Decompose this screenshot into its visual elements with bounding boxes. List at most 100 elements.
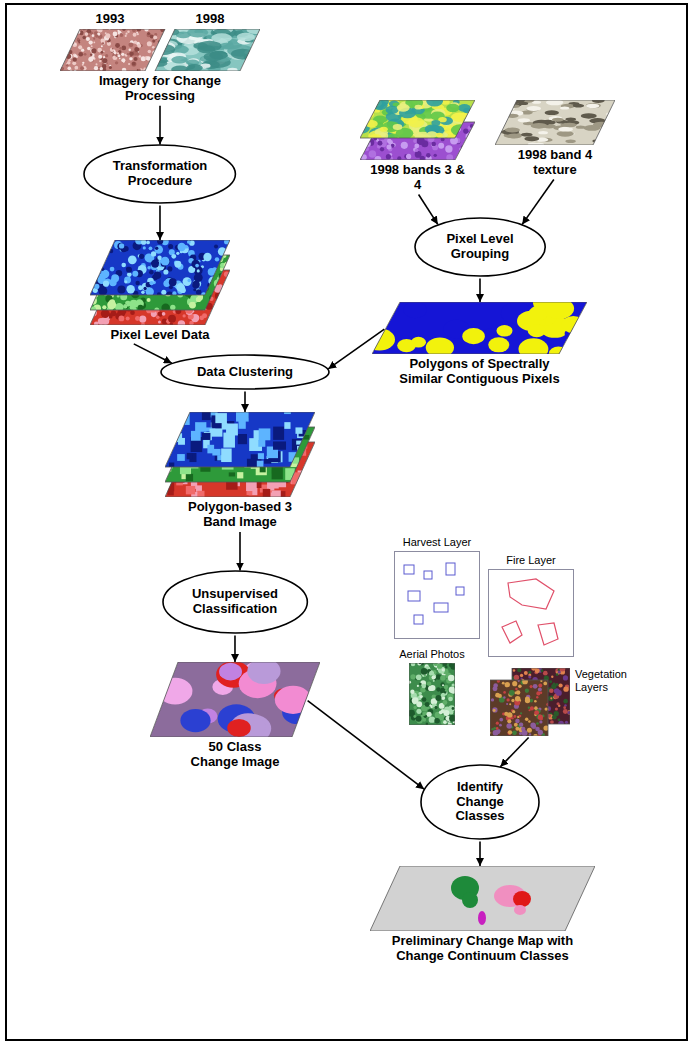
texture-block — [259, 428, 271, 440]
texture-spot — [61, 58, 64, 61]
texture-spot — [90, 248, 97, 255]
texture-spot — [99, 60, 101, 62]
texture-spot — [90, 263, 93, 269]
texture-spot — [132, 271, 138, 277]
texture-spot — [139, 315, 146, 322]
texture-spot — [380, 147, 384, 151]
texture-spot — [509, 690, 515, 696]
texture-spot — [414, 144, 419, 149]
texture-block — [226, 482, 237, 490]
texture-spot — [90, 240, 94, 244]
label-row: Fire Layer — [486, 554, 576, 569]
raster-illustration — [360, 100, 475, 160]
texture-spot — [176, 283, 185, 292]
texture-spot — [133, 33, 137, 37]
texture-spot — [106, 62, 108, 64]
texture-spot — [431, 675, 435, 679]
texture-block — [258, 453, 264, 459]
texture-spot — [583, 125, 600, 131]
texture-spot — [550, 720, 554, 724]
texture-spot — [84, 53, 87, 56]
texture-spot — [119, 243, 124, 248]
texture-spot — [86, 37, 90, 41]
layer-frame — [395, 551, 480, 638]
fire-perimeter — [538, 623, 558, 645]
texture-block — [197, 491, 204, 497]
texture-spot — [132, 62, 136, 66]
texture-spot — [114, 52, 117, 55]
layer-outline — [60, 29, 165, 71]
texture-spot — [214, 279, 222, 287]
texture-spot — [417, 684, 419, 686]
image-layer — [60, 29, 166, 71]
texture-spot — [151, 60, 167, 67]
texture-spot — [408, 117, 424, 127]
texture-spot — [441, 693, 445, 697]
texture-spot — [549, 680, 552, 683]
data-product: Polygon-based 3 Band Image — [165, 412, 315, 530]
texture-spot — [225, 263, 230, 271]
texture-spot — [424, 674, 426, 676]
texture-spot — [496, 722, 499, 725]
texture-spot — [441, 692, 445, 696]
texture-spot — [534, 700, 537, 703]
texture-block — [270, 490, 280, 497]
node-label: Aerial Photos — [392, 648, 472, 661]
texture-spot — [515, 727, 519, 731]
texture-spot — [446, 104, 459, 112]
texture-spot — [211, 289, 217, 295]
texture-block — [303, 453, 311, 459]
texture-spot — [148, 50, 152, 54]
texture-spot — [228, 298, 230, 301]
texture-block — [169, 463, 174, 469]
texture-spot — [80, 66, 84, 70]
flow-arrow — [308, 701, 424, 789]
texture-spot — [509, 703, 511, 705]
harvest-unit — [408, 591, 420, 601]
texture-spot — [513, 715, 516, 718]
texture-spot — [464, 144, 468, 148]
texture-block — [221, 449, 232, 463]
node-label: Imagery for Change Processing — [85, 74, 235, 104]
texture-spot — [525, 717, 529, 721]
texture-spot — [410, 663, 415, 666]
texture-spot — [90, 276, 95, 285]
texture-spot — [99, 244, 102, 247]
texture-spot — [563, 675, 568, 680]
node-label: Vegetation Layers — [575, 668, 635, 693]
texture-spot — [160, 30, 171, 35]
node-label: 1998 bands 3 & 4 — [368, 163, 468, 193]
texture-spot — [380, 127, 388, 132]
image-layer — [147, 29, 260, 71]
texture-spot — [157, 256, 161, 260]
texture-spot — [378, 141, 383, 146]
change-patch — [514, 905, 526, 915]
texture-spot — [77, 38, 80, 41]
layer-outline — [372, 302, 587, 354]
harvest-unit — [404, 565, 414, 574]
texture-spot — [436, 133, 443, 137]
texture-spot — [74, 43, 76, 45]
texture-spot — [176, 252, 179, 255]
texture-spot — [102, 305, 106, 309]
texture-block — [186, 474, 193, 481]
texture-spot — [448, 696, 453, 701]
texture-spot — [115, 43, 120, 48]
texture-spot — [491, 698, 494, 701]
texture-block — [165, 426, 176, 440]
texture-spot — [214, 308, 218, 312]
texture-spot — [499, 718, 503, 722]
texture-spot — [127, 30, 130, 33]
texture-spot — [498, 108, 508, 111]
texture-spot — [495, 102, 507, 106]
texture-spot — [170, 305, 175, 310]
texture-spot — [139, 55, 142, 58]
data-product: Vegetation Layers — [490, 668, 636, 736]
texture-spot — [131, 61, 136, 66]
texture-spot — [506, 723, 512, 729]
texture-spot — [458, 104, 471, 112]
texture-spot — [560, 106, 569, 109]
texture-spot — [93, 261, 100, 268]
texture-spot — [155, 247, 158, 250]
raster-illustration — [90, 240, 230, 325]
